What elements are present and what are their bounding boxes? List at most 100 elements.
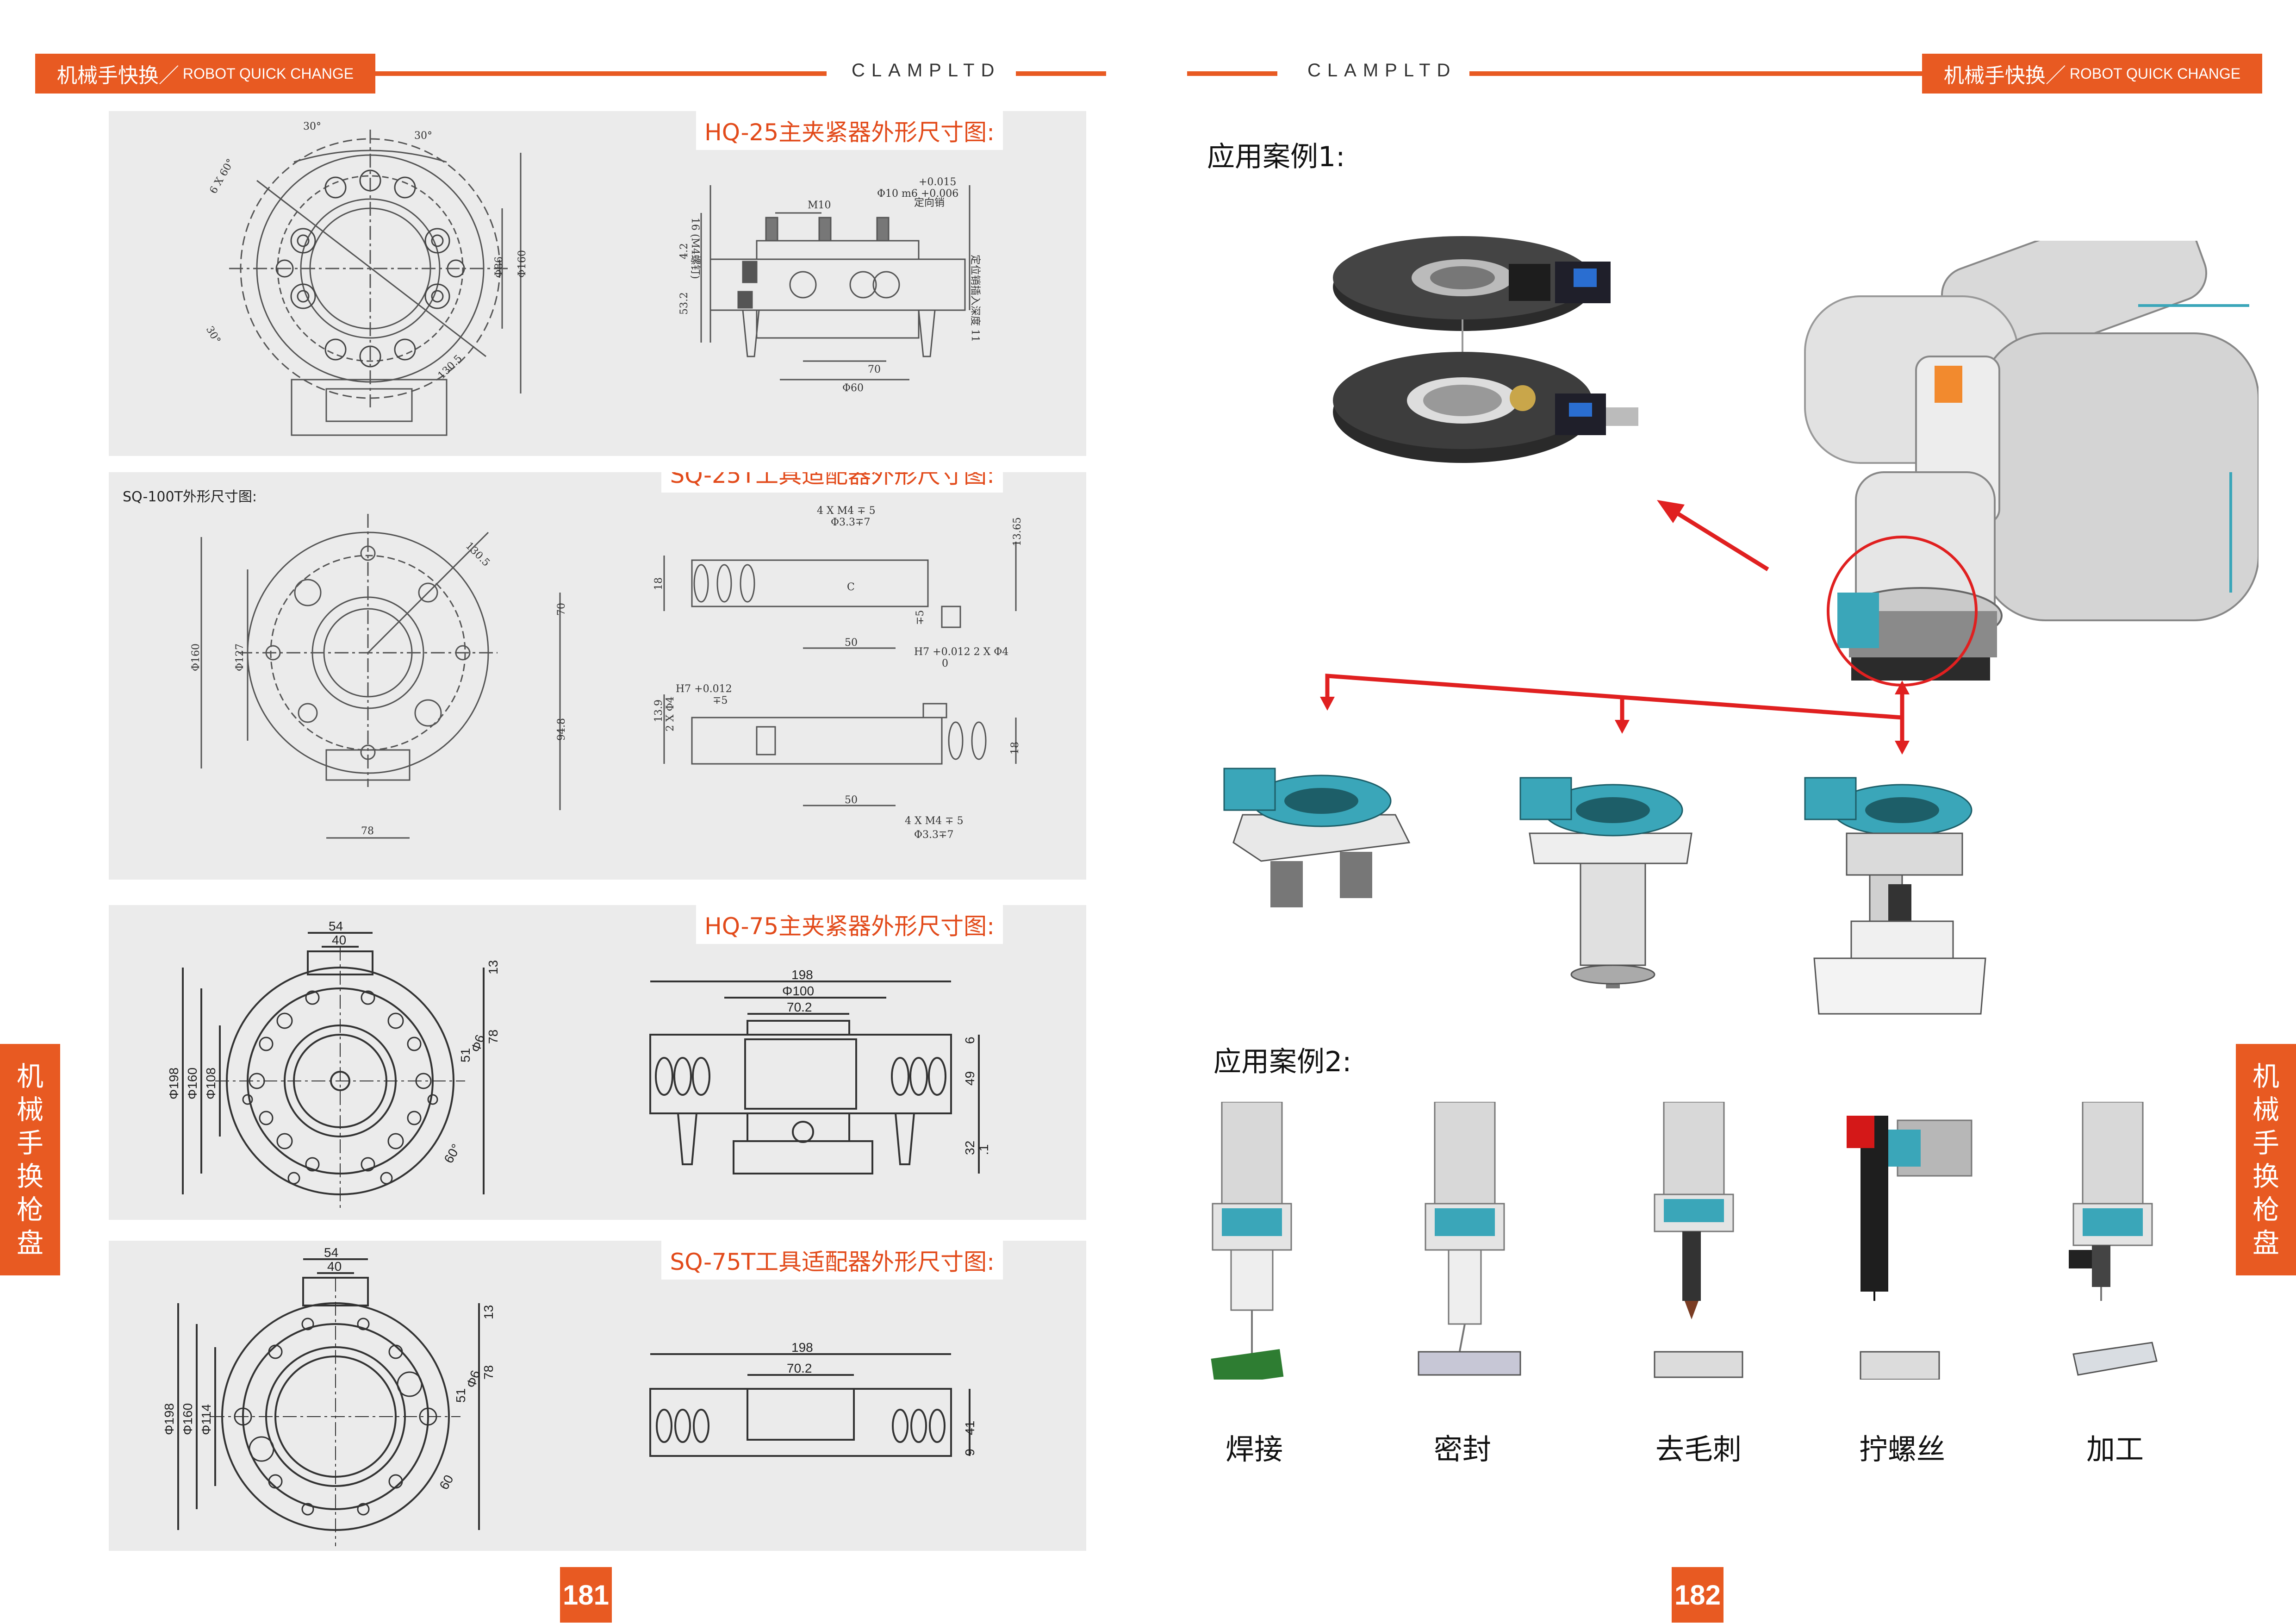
header-line bbox=[1016, 71, 1106, 76]
svg-text:49: 49 bbox=[963, 1071, 977, 1086]
svg-text:50: 50 bbox=[845, 637, 858, 649]
header-line bbox=[1469, 71, 1922, 76]
svg-text:30°: 30° bbox=[204, 325, 223, 346]
svg-text:6: 6 bbox=[963, 1037, 977, 1044]
deburring-tool-illustration bbox=[1654, 1102, 1743, 1378]
header-tag-cn: 机械手快换／ bbox=[1943, 64, 2066, 87]
svg-text:198: 198 bbox=[791, 968, 813, 982]
machining-tool-illustration bbox=[2069, 1102, 2158, 1376]
svg-text:H7 +0.012 2 X Φ4: H7 +0.012 2 X Φ4 bbox=[914, 646, 1008, 658]
tool-adapter-illustration-2 bbox=[1519, 777, 1692, 988]
svg-text:13.9: 13.9 bbox=[653, 700, 665, 722]
svg-text:.1: .1 bbox=[977, 1144, 991, 1155]
drawing-panel-hq75: HQ-75主夹紧器外形尺寸图: bbox=[109, 905, 1086, 1220]
application-label-screwdriving: 拧螺丝 bbox=[1859, 1432, 1945, 1466]
svg-text:4.2: 4.2 bbox=[678, 243, 690, 259]
svg-text:Φ6: Φ6 bbox=[464, 1368, 483, 1390]
drawing-panel-hq25: HQ-25主夹紧器外形尺寸图: bbox=[109, 111, 1086, 456]
side-tab-right: 机械手换枪盘 bbox=[2236, 1044, 2296, 1275]
svg-text:13.65: 13.65 bbox=[1012, 517, 1023, 546]
svg-text:70.2: 70.2 bbox=[787, 1361, 812, 1375]
svg-text:94.8: 94.8 bbox=[556, 718, 567, 741]
svg-text:130.5: 130.5 bbox=[463, 540, 492, 569]
quick-change-exploded-illustration bbox=[1333, 236, 1638, 463]
svg-text:Φ60: Φ60 bbox=[842, 382, 864, 394]
svg-text:50: 50 bbox=[845, 794, 858, 806]
svg-text:78: 78 bbox=[486, 1030, 500, 1044]
svg-text:Φ198: Φ198 bbox=[167, 1068, 181, 1099]
svg-text:Φ198: Φ198 bbox=[162, 1403, 176, 1435]
svg-text:∓5: ∓5 bbox=[915, 610, 926, 625]
application-label-deburring: 去毛刺 bbox=[1655, 1432, 1742, 1466]
page-number-right: 182 bbox=[1672, 1567, 1724, 1623]
technical-drawing: 54 40 13 Φ198 Φ160 Φ114 51 Φ6 78 60 198 … bbox=[162, 1245, 977, 1546]
page-number-left: 181 bbox=[560, 1567, 612, 1623]
svg-text:54: 54 bbox=[324, 1245, 338, 1260]
panel-title: HQ-25主夹紧器外形尺寸图: bbox=[696, 111, 1003, 150]
header-tag-en: ROBOT QUICK CHANGE bbox=[182, 65, 354, 82]
svg-text:30°: 30° bbox=[414, 130, 432, 142]
svg-text:Φ100: Φ100 bbox=[782, 984, 814, 998]
svg-text:定向销: 定向销 bbox=[914, 197, 945, 209]
svg-text:Φ160: Φ160 bbox=[180, 1403, 195, 1435]
svg-text:60: 60 bbox=[436, 1473, 456, 1492]
case1-title: 应用案例1: bbox=[1207, 141, 1345, 173]
svg-text:70: 70 bbox=[868, 364, 881, 375]
technical-drawing: 130.5 Φ160 Φ127 70 94.8 78 4 X M4 ∓ 5 Φ3… bbox=[190, 505, 1023, 841]
tool-adapter-illustration-3 bbox=[1804, 777, 1986, 1015]
svg-text:4 X M4 ∓ 5: 4 X M4 ∓ 5 bbox=[905, 815, 964, 827]
header-tag-en: ROBOT QUICK CHANGE bbox=[2069, 65, 2241, 82]
svg-text:Φ108: Φ108 bbox=[204, 1068, 218, 1099]
svg-text:Φ86: Φ86 bbox=[493, 256, 505, 278]
sealing-tool-illustration bbox=[1418, 1102, 1521, 1376]
svg-text:13: 13 bbox=[486, 960, 500, 974]
svg-text:9: 9 bbox=[963, 1449, 977, 1456]
brand-left: CLAMPLTD bbox=[852, 60, 1001, 81]
brand-right: CLAMPLTD bbox=[1307, 60, 1457, 81]
svg-text:H7 +0.012: H7 +0.012 bbox=[676, 683, 732, 695]
svg-text:Φ3.3∓7: Φ3.3∓7 bbox=[831, 517, 870, 528]
svg-text:51: 51 bbox=[454, 1388, 468, 1403]
side-tab-label: 机械手换枪盘 bbox=[16, 1061, 44, 1259]
panel-title: SQ-75T工具适配器外形尺寸图: bbox=[661, 1241, 1003, 1280]
technical-drawing: 54 40 13 Φ198 Φ160 Φ108 51 Φ6 78 60° 198… bbox=[167, 919, 991, 1211]
svg-text:18: 18 bbox=[1009, 742, 1021, 755]
svg-text:51: 51 bbox=[458, 1048, 473, 1062]
screwdriving-tool-illustration bbox=[1847, 1116, 1972, 1380]
svg-text:6 X 60°: 6 X 60° bbox=[208, 157, 237, 196]
svg-text:18: 18 bbox=[653, 577, 665, 590]
svg-text:40: 40 bbox=[332, 933, 346, 947]
panel-caption: SQ-100T外形尺寸图: bbox=[123, 489, 257, 505]
svg-text:Φ127: Φ127 bbox=[234, 643, 246, 671]
svg-text:Φ160: Φ160 bbox=[516, 250, 528, 278]
drawing-panel-sq75t: SQ-75T工具适配器外形尺寸图: 54 40 bbox=[109, 1241, 1086, 1551]
svg-text:53.2: 53.2 bbox=[678, 292, 690, 315]
highlight-arrows bbox=[1320, 500, 1978, 755]
header-line bbox=[375, 71, 827, 76]
svg-text:Φ160: Φ160 bbox=[185, 1068, 199, 1099]
welding-tool-illustration bbox=[1211, 1102, 1292, 1380]
svg-text:32: 32 bbox=[963, 1141, 977, 1155]
svg-text:C: C bbox=[847, 581, 855, 593]
side-tab-left: 机械手换枪盘 bbox=[0, 1044, 60, 1275]
svg-text:Φ114: Φ114 bbox=[199, 1404, 213, 1435]
svg-text:Φ3.3∓7: Φ3.3∓7 bbox=[914, 829, 953, 841]
side-tab-label: 机械手换枪盘 bbox=[2252, 1061, 2279, 1259]
header-tag-right: 机械手快换／ ROBOT QUICK CHANGE bbox=[1922, 54, 2262, 94]
svg-text:54: 54 bbox=[329, 919, 343, 933]
svg-text:13: 13 bbox=[481, 1305, 496, 1319]
svg-text:198: 198 bbox=[791, 1340, 813, 1355]
header-line bbox=[1187, 71, 1277, 76]
svg-text:0: 0 bbox=[942, 658, 948, 669]
svg-text:Φ10 m6 +0.006: Φ10 m6 +0.006 bbox=[877, 188, 958, 200]
svg-text:70: 70 bbox=[556, 603, 567, 616]
svg-text:∓5: ∓5 bbox=[713, 695, 728, 706]
case2-title: 应用案例2: bbox=[1213, 1046, 1352, 1078]
svg-text:Φ160: Φ160 bbox=[190, 643, 202, 671]
svg-text:定位销插入深度 11: 定位销插入深度 11 bbox=[969, 255, 981, 342]
application-label-sealing: 密封 bbox=[1433, 1432, 1491, 1466]
panel-title: SQ-25T工具适配器外形尺寸图: bbox=[661, 472, 1003, 493]
panel-title: HQ-75主夹紧器外形尺寸图: bbox=[696, 905, 1003, 944]
svg-text:+0.015: +0.015 bbox=[919, 176, 956, 188]
svg-text:60°: 60° bbox=[441, 1142, 463, 1166]
